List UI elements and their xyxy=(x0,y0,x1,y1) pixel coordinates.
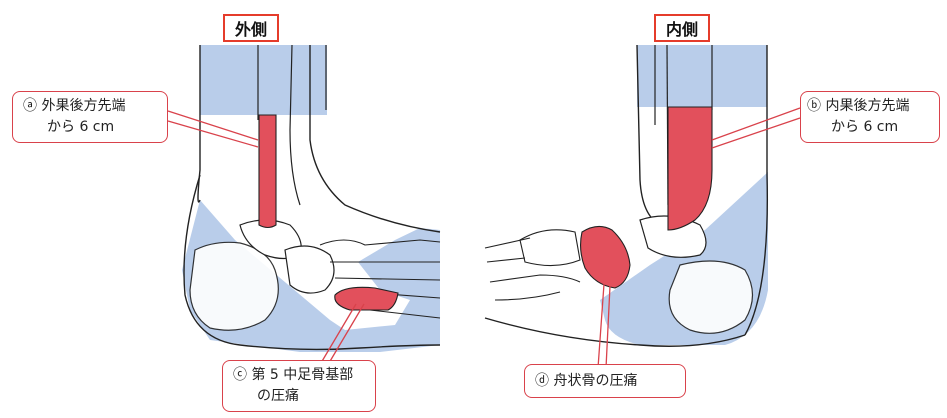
medial-side-label: 内側 xyxy=(654,14,710,42)
callout-c-line1: ⓒ 第 5 中足骨基部 xyxy=(233,365,365,386)
medial-foot xyxy=(485,45,768,346)
navicular-zone xyxy=(581,226,630,288)
lateral-foot xyxy=(182,45,440,352)
callout-b-line1: ⓑ 内果後方先端 xyxy=(807,96,933,117)
fifth-metatarsal-zone xyxy=(335,287,398,310)
callout-c: ⓒ 第 5 中足骨基部 の圧痛 xyxy=(222,360,376,412)
callout-b-line2: から 6 cm xyxy=(807,117,933,138)
lateral-malleolus-zone xyxy=(259,115,276,228)
callout-a-line2: から 6 cm xyxy=(23,117,157,138)
callout-a: ⓐ 外果後方先端 から 6 cm xyxy=(12,91,168,143)
callout-d: ⓓ 舟状骨の圧痛 xyxy=(524,364,686,398)
medial-leg-zone xyxy=(637,45,767,107)
lateral-side-label: 外側 xyxy=(223,14,279,42)
medial-malleolus-zone xyxy=(668,107,712,230)
callout-c-line2: の圧痛 xyxy=(233,386,365,407)
callout-a-line1: ⓐ 外果後方先端 xyxy=(23,96,157,117)
lateral-leg-zone xyxy=(200,45,327,115)
callout-b: ⓑ 内果後方先端 から 6 cm xyxy=(800,91,940,143)
callout-d-line1: ⓓ 舟状骨の圧痛 xyxy=(535,369,675,393)
